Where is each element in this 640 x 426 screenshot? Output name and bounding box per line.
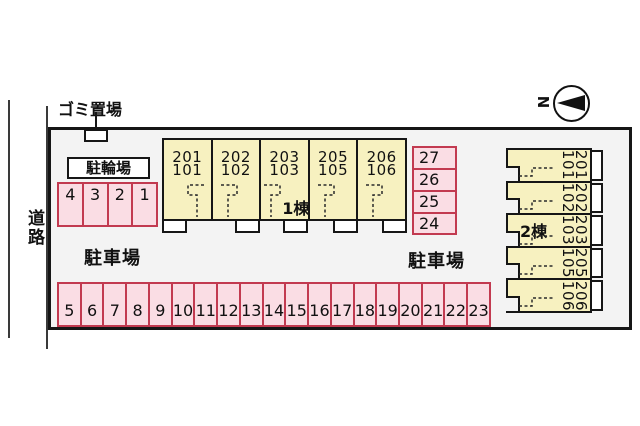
building-1-unit: 202 102	[210, 140, 260, 219]
balcony-strip	[590, 150, 603, 181]
road-edge-line-inner	[46, 106, 48, 349]
road-label: 道路	[24, 209, 44, 247]
parking-space: 4	[65, 185, 76, 204]
building-2-unit: 2棟 203 103	[506, 213, 603, 246]
entrance-porch	[382, 219, 407, 233]
building-1: 201 101 202 102 203 103 1棟 205 105	[162, 138, 407, 221]
stairs-dashed-icon	[220, 184, 238, 217]
parking-space: 6	[79, 284, 103, 325]
parking-lot-label-left: 駐車場	[84, 248, 141, 269]
parking-space: 2	[106, 184, 132, 225]
balcony-strip	[590, 280, 603, 311]
parking-space: 17	[329, 284, 353, 325]
parking-space: 7	[102, 284, 125, 325]
parking-space: 20	[398, 284, 421, 325]
unit-number-lower: 103	[269, 160, 300, 179]
building-1-unit: 201 101	[164, 140, 211, 219]
parking-space: 3	[81, 184, 107, 225]
entrance-notch	[506, 230, 520, 246]
balcony-strip	[590, 215, 603, 246]
compass-icon	[553, 85, 590, 122]
parking-space: 1	[131, 184, 156, 225]
balcony-strip	[590, 182, 603, 214]
building-1-unit: 203 103 1棟	[259, 140, 310, 219]
entrance-notch	[506, 295, 520, 311]
east-parking-column: 27 26 25 24	[412, 146, 457, 235]
unit-number-upper: 205	[318, 148, 349, 166]
stairs-dashed-icon	[264, 184, 281, 217]
building-1-unit: 205 105	[307, 140, 357, 219]
parking-space: 15	[284, 284, 307, 325]
bicycle-parking-box: 駐輪場	[67, 157, 150, 179]
stairs-dashed-icon	[317, 184, 335, 217]
parking-lot-label-right: 駐車場	[408, 251, 465, 272]
unit-number-upper: 203	[269, 148, 300, 166]
parking-space: 25	[414, 190, 455, 212]
parking-space: 13	[238, 284, 262, 325]
parking-space: 24	[414, 212, 455, 234]
building-2-unit: 201 101	[506, 150, 603, 181]
entrance-porch	[162, 219, 187, 233]
unit-number-lower: 105	[318, 160, 349, 179]
unit-number-lower: 106	[366, 160, 397, 179]
entrance-notch	[506, 263, 520, 279]
compass-north-label: N	[534, 95, 552, 109]
parking-space: 21	[420, 284, 444, 325]
unit-number-lower: 102	[220, 160, 251, 179]
unit-number-lower: 106	[559, 280, 577, 311]
balcony-strip	[590, 247, 603, 279]
entrance-notch	[506, 198, 520, 214]
entrance-porch	[235, 219, 260, 233]
parking-space: 23	[466, 284, 489, 325]
parking-space: 27	[419, 148, 440, 167]
entrance-porch	[283, 219, 308, 233]
garbage-area-label: ゴミ置場	[58, 100, 123, 119]
unit-number-lower: 101	[172, 160, 203, 179]
parking-space: 8	[125, 284, 148, 325]
building-2-unit: 206 106	[506, 278, 603, 311]
stairs-dashed-icon	[519, 235, 555, 245]
parking-space: 18	[352, 284, 376, 325]
parking-space: 19	[375, 284, 398, 325]
unit-number-upper: 201	[172, 148, 203, 166]
parking-space: 12	[216, 284, 239, 325]
stairs-dashed-icon	[519, 167, 555, 177]
stairs-dashed-icon	[519, 265, 555, 275]
unit-number-upper: 202	[220, 148, 251, 166]
south-parking-row: 5 6 7 8 9 10 11 12 13 14 15 16 17 18 19 …	[57, 282, 491, 327]
stairs-dashed-icon	[519, 199, 555, 210]
parking-space: 22	[443, 284, 466, 325]
road-edge-line-outer	[8, 100, 10, 338]
stairs-dashed-icon	[519, 297, 555, 308]
parking-space: 14	[261, 284, 285, 325]
building-2: 201 101 202 102 2棟 203 103	[506, 148, 603, 313]
parking-space: 10	[170, 284, 194, 325]
west-parking-row: 4 3 2 1	[57, 182, 158, 227]
parking-space: 16	[307, 284, 330, 325]
building-1-name-label: 1棟	[282, 199, 310, 218]
stairs-dashed-icon	[366, 184, 384, 217]
building-2-unit: 205 105	[506, 245, 603, 279]
entrance-notch	[506, 165, 520, 181]
unit-number-upper: 206	[366, 148, 397, 166]
parking-space: 26	[414, 168, 455, 190]
building-2-unit: 202 102	[506, 180, 603, 214]
parking-space: 11	[193, 284, 216, 325]
garbage-box	[84, 129, 108, 142]
compass-needle-icon	[557, 95, 585, 111]
stairs-dashed-icon	[186, 184, 204, 217]
parking-space: 9	[147, 284, 171, 325]
building-1-unit: 206 106	[356, 140, 405, 219]
parking-space: 5	[64, 301, 75, 320]
garbage-leader-line	[95, 112, 97, 131]
entrance-porch	[333, 219, 358, 233]
